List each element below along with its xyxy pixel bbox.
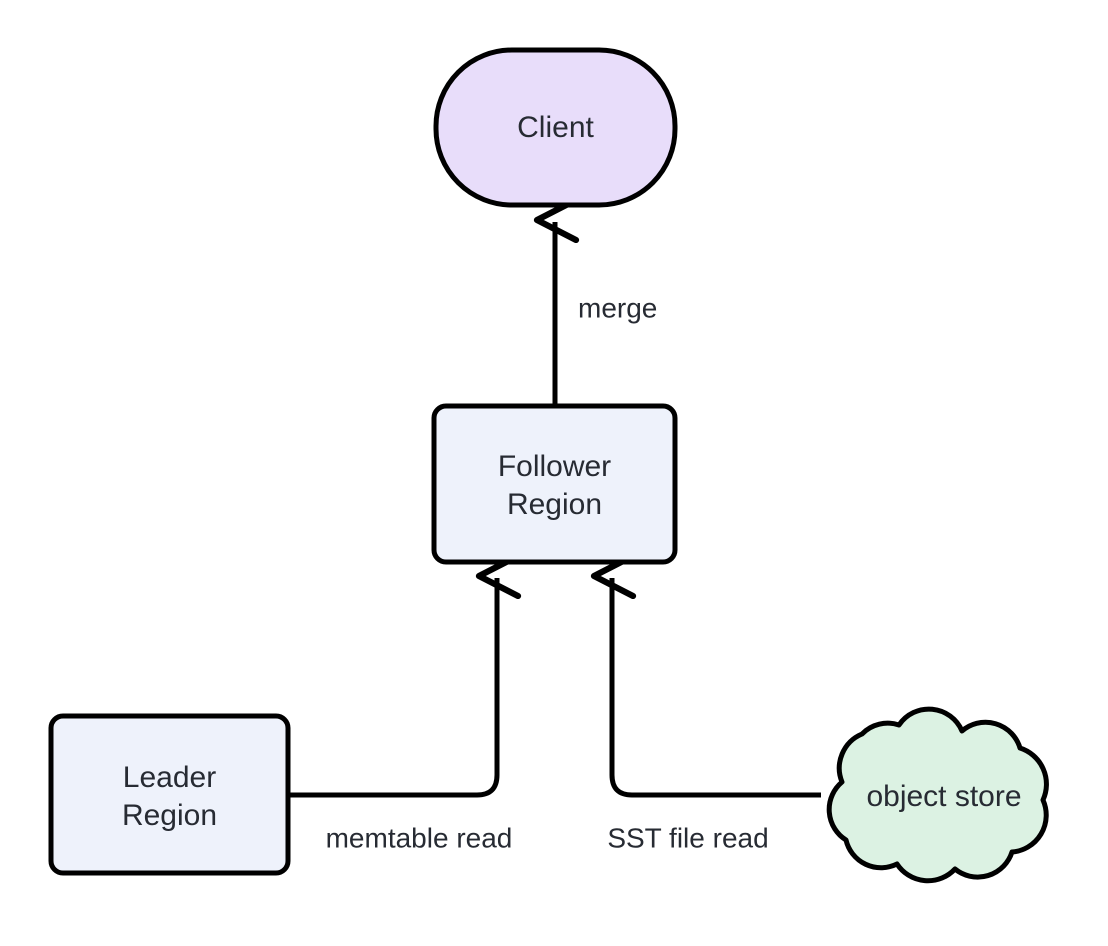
node-leader-region[interactable]: Leader Region — [48, 713, 291, 876]
client-shape[interactable] — [433, 47, 678, 208]
node-follower-region[interactable]: Follower Region — [431, 403, 678, 565]
client-label: Client — [517, 111, 594, 144]
edge-line-memtable-read — [288, 578, 497, 798]
object-store-shape[interactable] — [826, 706, 1049, 884]
leader-region-shape[interactable] — [48, 713, 291, 876]
edge-line-sst-file-read — [612, 578, 821, 798]
edge-follower-to-client: merge — [555, 222, 657, 406]
edge-objectstore-to-follower: SST file read — [607, 578, 821, 853]
edge-label-memtable-read: memtable read — [326, 822, 513, 853]
follower-region-label-line2: Region — [507, 488, 602, 521]
node-client[interactable]: Client — [433, 47, 678, 208]
node-object-store[interactable]: object store — [826, 706, 1049, 884]
edge-label-merge: merge — [578, 292, 657, 323]
edge-label-sst-file-read: SST file read — [607, 822, 768, 853]
edge-leader-to-follower: memtable read — [288, 578, 512, 853]
follower-region-shape[interactable] — [431, 403, 678, 565]
leader-region-label-line2: Region — [122, 799, 217, 832]
object-store-label: object store — [866, 780, 1021, 813]
follower-region-label-line1: Follower — [498, 450, 611, 483]
leader-region-label-line1: Leader — [123, 761, 216, 794]
